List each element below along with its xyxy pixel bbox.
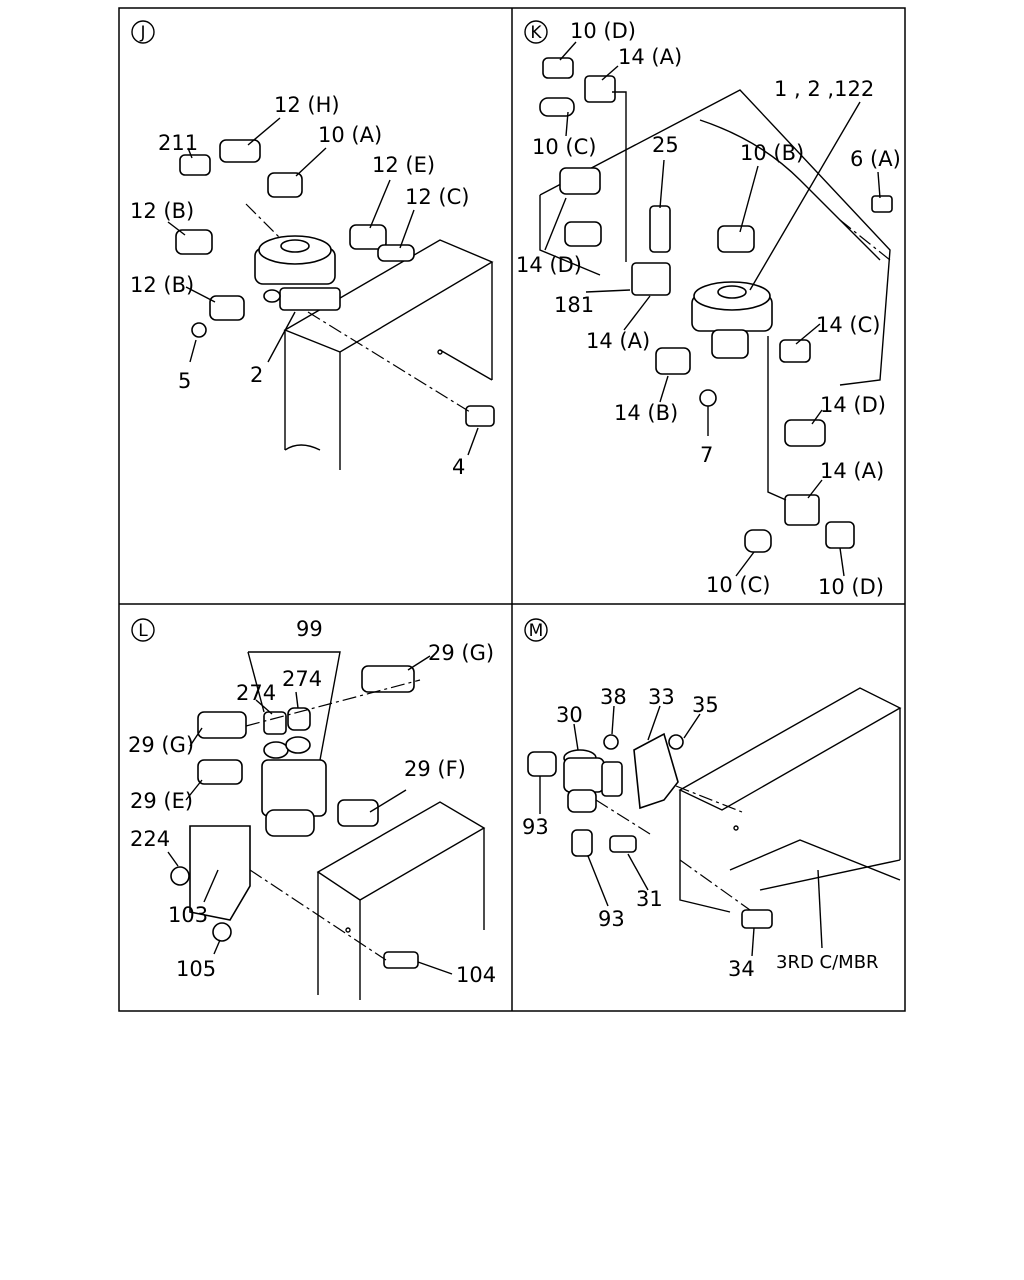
label-l-105: 105 [176,957,216,981]
label-m-31: 31 [636,887,663,911]
valve-m [563,749,623,813]
fittings-l [170,665,419,969]
label-j-12b-lower: 12 (B) [130,273,194,297]
label-j-12b-upper: 12 (B) [130,199,194,223]
fittings-j [175,139,495,427]
panel-l: L [128,617,496,1000]
label-l-29g-lower: 29 (G) [128,733,194,757]
label-k-7: 7 [700,443,713,467]
label-m-3rd-cmbr: 3RD C/MBR [776,952,879,973]
panel-m: M [522,618,902,981]
label-k-14c: 14 (C) [816,313,880,337]
panel-j-badge [131,20,155,44]
label-m-33: 33 [648,685,675,709]
label-m-93-bottom: 93 [598,907,625,931]
label-k-14b: 14 (B) [614,401,678,425]
label-m-93-left: 93 [522,815,549,839]
panel-j: J [130,20,495,479]
label-j-2: 2 [250,363,263,387]
relay-valve-k [691,281,773,359]
label-k-181: 181 [554,293,594,317]
label-l-29e: 29 (E) [130,789,193,813]
label-k-14d-left: 14 (D) [516,253,582,277]
label-l-99: 99 [296,617,323,641]
label-l-29g-upper: 29 (G) [428,641,494,665]
label-j-5: 5 [178,369,191,393]
fittings-m [527,732,773,929]
label-m-34: 34 [728,957,755,981]
label-k-10b: 10 (B) [740,141,804,165]
panel-k-badge [524,20,548,44]
label-k-25: 25 [652,133,679,157]
label-l-274-right: 274 [282,667,322,691]
panel-grid [118,7,906,1012]
label-k-14d-right: 14 (D) [820,393,886,417]
leader-lines-m [539,705,823,957]
panel-m-badge [524,618,548,642]
label-k-10c-upper: 10 (C) [532,135,596,159]
frame-rail-l [316,801,486,1000]
fittings-k [539,57,893,553]
label-m-30: 30 [556,703,583,727]
label-k-10d-bottom: 10 (D) [818,575,884,599]
label-l-104: 104 [456,963,496,987]
relay-valve-j [254,235,341,311]
label-l-224: 224 [130,827,170,851]
label-l-29f: 29 (F) [404,757,466,781]
label-k-10c-bottom: 10 (C) [706,573,770,597]
label-k-14a-top: 14 (A) [618,45,682,69]
frame-rail-j [283,239,494,470]
valve-block-l [261,707,327,837]
label-j-10a: 10 (A) [318,123,382,147]
label-l-274-left: 274 [236,681,276,705]
leader-lines-l [167,651,453,975]
label-m-38: 38 [600,685,627,709]
panel-k-id: K [530,23,542,43]
leader-lines-k [544,41,881,577]
label-j-12h: 12 (H) [274,93,340,117]
frame-rail-k [539,89,891,386]
panel-m-id: M [529,621,544,641]
label-k-6a: 6 (A) [850,147,901,171]
leader-lines-j [167,117,479,456]
frame-rail-m [678,687,902,913]
panel-l-badge [131,618,155,642]
label-j-12e: 12 (E) [372,153,435,177]
label-k-10d-top: 10 (D) [570,19,636,43]
panel-k: K [516,19,901,599]
label-m-35: 35 [692,693,719,717]
label-k-14a-mid: 14 (A) [586,329,650,353]
panel-l-id: L [138,621,148,641]
label-k-14a-bottom: 14 (A) [820,459,884,483]
panel-j-id: J [139,23,145,43]
label-j-4: 4 [452,455,465,479]
label-l-103: 103 [168,903,208,927]
label-j-12c: 12 (C) [405,185,469,209]
label-j-211: 211 [158,131,198,155]
label-k-1-2-122: 1 , 2 ,122 [774,77,874,101]
